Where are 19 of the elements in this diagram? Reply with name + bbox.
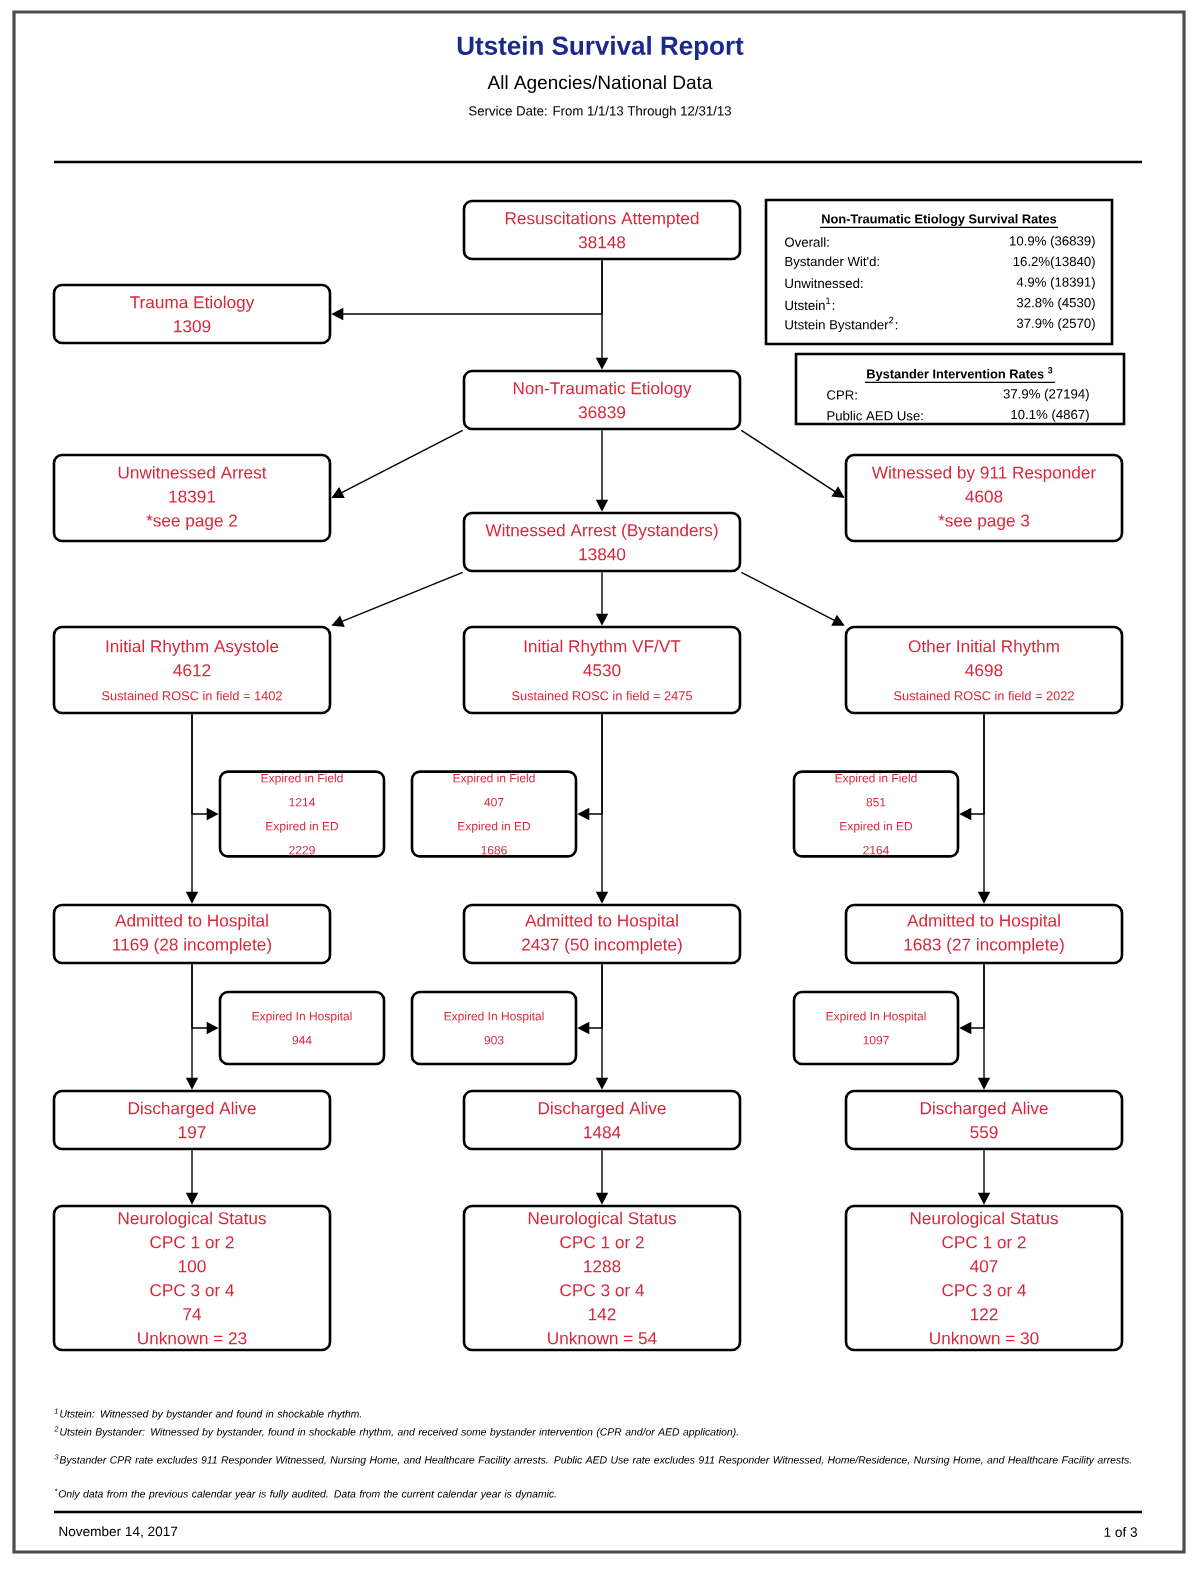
flow-box: Resuscitations Attempted 38148 (462, 199, 742, 261)
flow-box: Admitted to Hospital 1169 (28 incomplete) (52, 903, 332, 965)
arrow (740, 429, 845, 498)
flow-box: Admitted to Hospital 1683 (27 incomplete) (844, 903, 1124, 965)
flow-box: Neurological Status CPC 1 or 2 1288 CPC 3 or 4 142 Unknown = 54 (462, 1204, 742, 1352)
subtitle: All Agencies/National Data (487, 75, 713, 93)
flow-box: Neurological Status CPC 1 or 2 100 CPC 3 or 4 74 Unknown = 23 (52, 1204, 332, 1352)
arrow (740, 571, 845, 626)
flow-box: Neurological Status CPC 1 or 2 407 CPC 3 or 4 122 Unknown = 30 (844, 1204, 1124, 1352)
flow-box: Trauma Etiology 1309 (52, 283, 332, 345)
flow-box: Discharged Alive 559 (844, 1089, 1124, 1151)
flow-box: Witnessed by 911 Responder 4608 *see page 3 (844, 453, 1124, 543)
flow-box: Discharged Alive 197 (52, 1089, 332, 1151)
flow-box: Admitted to Hospital 2437 (50 incomplete) (462, 903, 742, 965)
flow-box: Witnessed Arrest (Bystanders) 13840 (462, 511, 742, 573)
title: Utstein Survival Report (457, 35, 744, 61)
flow-box: Discharged Alive 1484 (462, 1089, 742, 1151)
flow-box: Unwitnessed Arrest 18391 *see page 2 (52, 453, 332, 543)
flow-box: Non-Traumatic Etiology 36839 (462, 369, 742, 431)
